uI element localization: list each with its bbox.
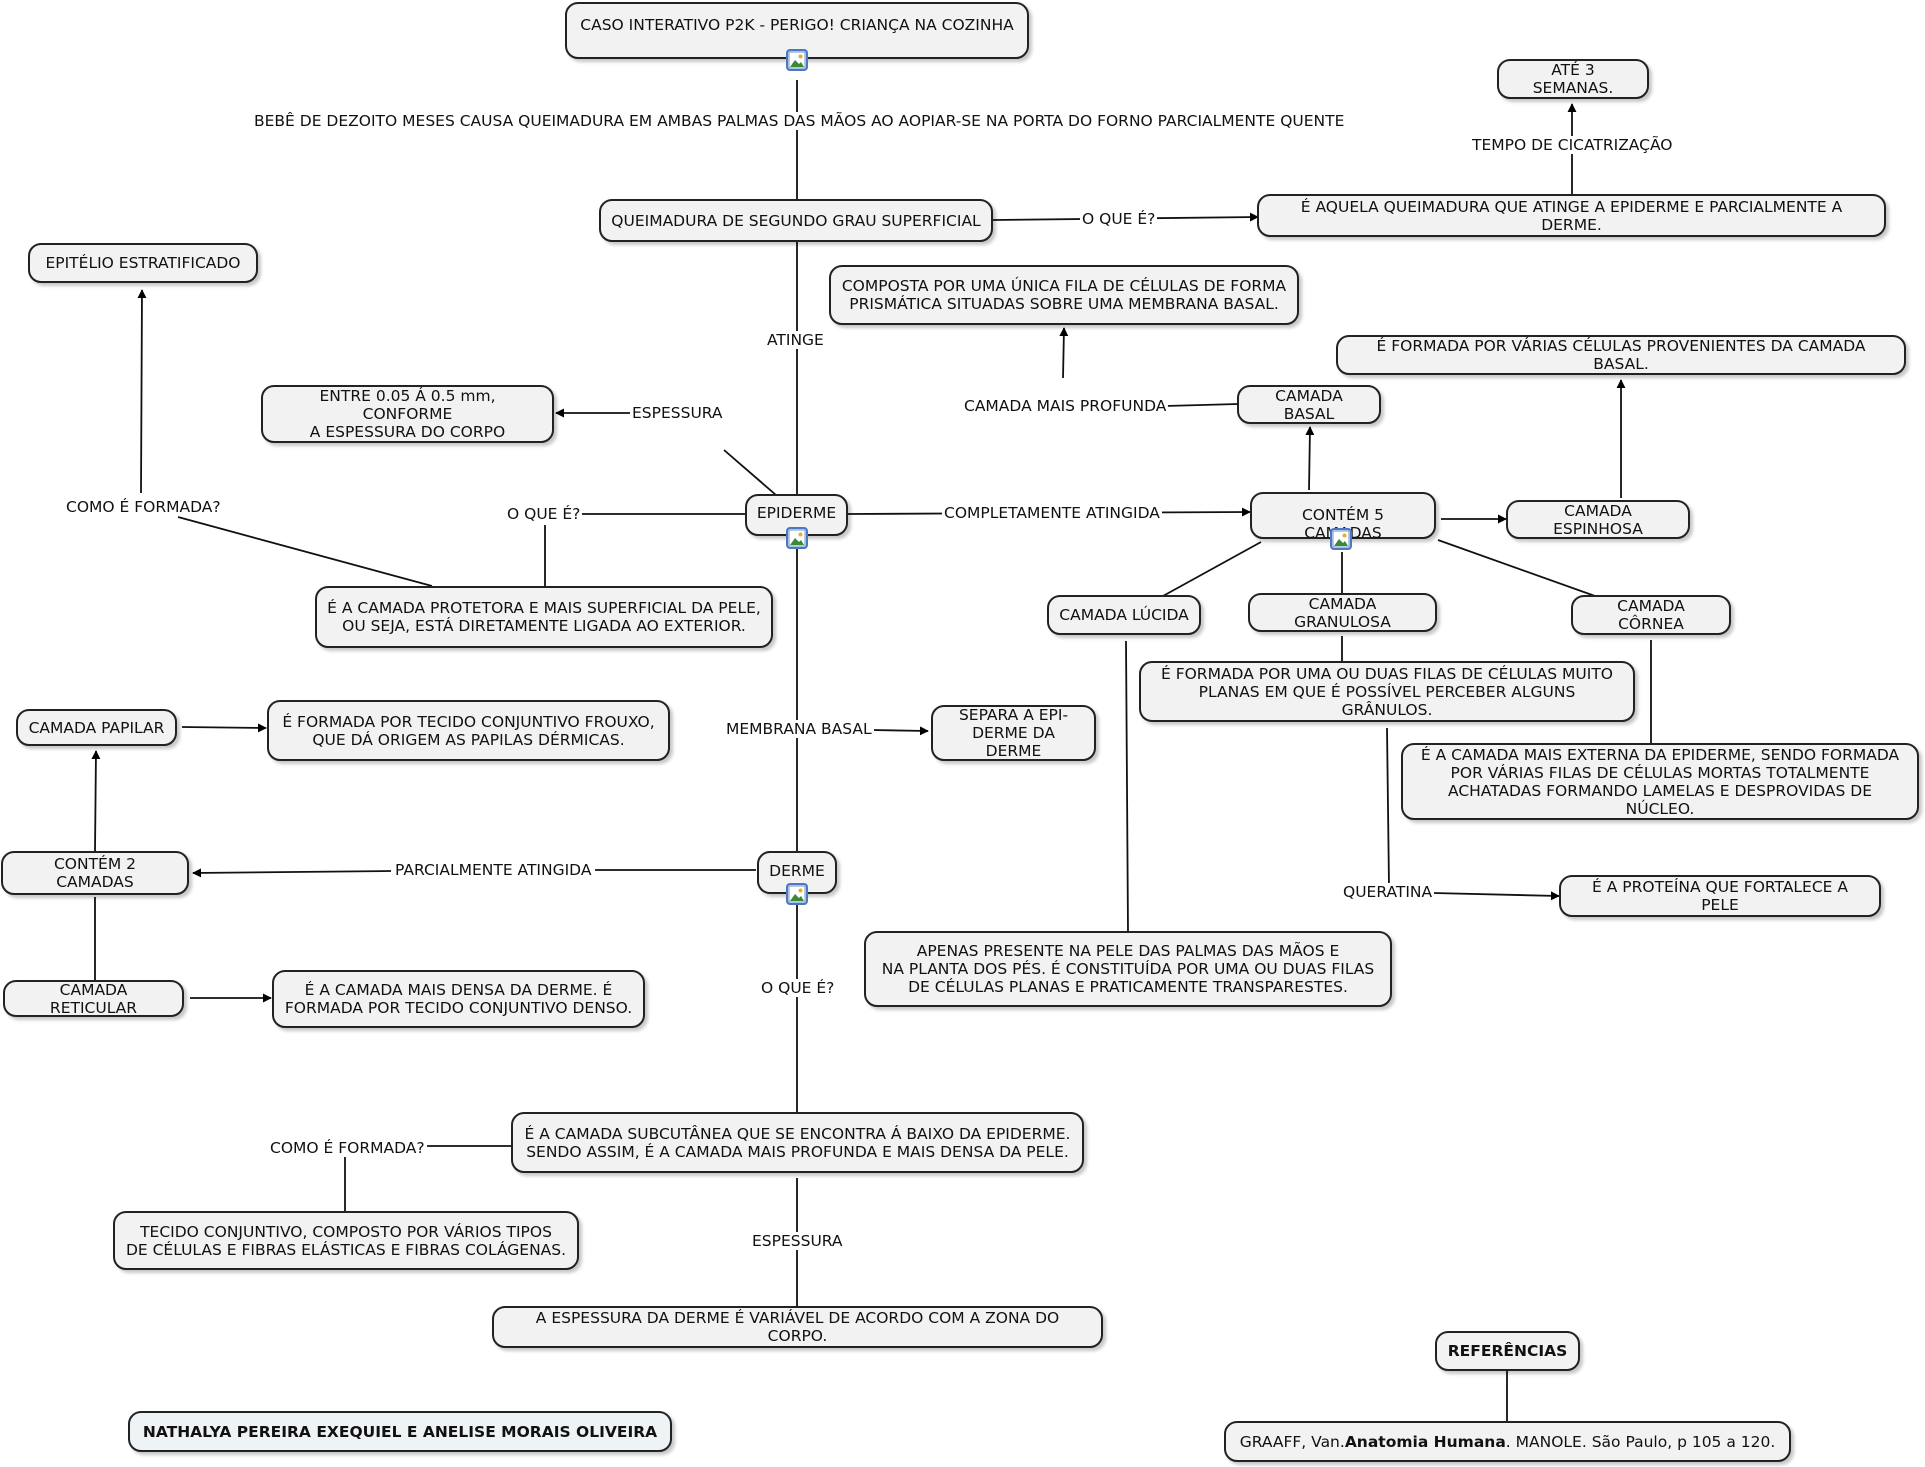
- reference-prefix: GRAAFF, Van.: [1239, 1432, 1345, 1451]
- corneal-node[interactable]: CAMADA CÔRNEA: [1571, 595, 1731, 635]
- dermis-definition[interactable]: É A CAMADA SUBCUTÂNEA QUE SE ENCONTRA Á …: [511, 1112, 1084, 1173]
- basal-description[interactable]: COMPOSTA POR UMA ÚNICA FILA DE CÉLULAS D…: [829, 265, 1299, 325]
- dermis-layers-node[interactable]: CONTÉM 2 CAMADAS: [1, 851, 189, 895]
- dermis-thickness-value[interactable]: A ESPESSURA DA DERME É VARIÁVEL DE ACORD…: [492, 1306, 1103, 1348]
- dermis-formed-value[interactable]: TECIDO CONJUNTIVO, COMPOSTO POR VÁRIOS T…: [113, 1211, 579, 1270]
- basal-node[interactable]: CAMADA BASAL: [1237, 385, 1381, 424]
- papillary-description[interactable]: É FORMADA POR TECIDO CONJUNTIVO FROUXO, …: [267, 700, 670, 761]
- corneal-description[interactable]: É A CAMADA MAIS EXTERNA DA EPIDERME, SEN…: [1401, 743, 1919, 820]
- dermis-thickness-label: ESPESSURA: [750, 1232, 845, 1250]
- image-attachment-icon[interactable]: [1330, 528, 1352, 550]
- references-title[interactable]: REFERÊNCIAS: [1435, 1331, 1580, 1371]
- burn-what-label: O QUE É?: [1080, 210, 1158, 228]
- epidermis-formed-label: COMO É FORMADA?: [64, 498, 223, 516]
- image-attachment-icon[interactable]: [786, 883, 808, 905]
- healing-label: TEMPO DE CICATRIZAÇÃO: [1470, 136, 1675, 154]
- epidermis-definition[interactable]: É A CAMADA PROTETORA E MAIS SUPERFICIAL …: [315, 586, 773, 648]
- granular-node[interactable]: CAMADA GRANULOSA: [1248, 593, 1437, 632]
- keratin-label: QUERATINA: [1341, 883, 1435, 901]
- case-description: BEBÊ DE DEZOITO MESES CAUSA QUEIMADURA E…: [252, 112, 1347, 130]
- keratin-value[interactable]: É A PROTEÍNA QUE FORTALECE A PELE: [1559, 875, 1881, 917]
- lucid-description[interactable]: APENAS PRESENTE NA PELE DAS PALMAS DAS M…: [864, 931, 1392, 1007]
- dermis-formed-label: COMO É FORMADA?: [268, 1139, 427, 1157]
- epidermis-thickness-value[interactable]: ENTRE 0.05 Á 0.5 mm, CONFORME A ESPESSUR…: [261, 385, 554, 443]
- epidermis-formed-value[interactable]: EPITÉLIO ESTRATIFICADO: [28, 243, 258, 283]
- image-attachment-icon[interactable]: [786, 49, 808, 71]
- burn-node[interactable]: QUEIMADURA DE SEGUNDO GRAU SUPERFICIAL: [599, 199, 993, 242]
- reference-book: Anatomia Humana: [1344, 1432, 1506, 1451]
- membrane-value[interactable]: SEPARA A EPI- DERME DA DERME: [931, 705, 1096, 761]
- reference-entry[interactable]: GRAAFF, Van. Anatomia Humana. MANOLE. Sã…: [1224, 1421, 1791, 1462]
- papillary-node[interactable]: CAMADA PAPILAR: [16, 709, 177, 746]
- affects-label: ATINGE: [765, 331, 826, 349]
- granular-description[interactable]: É FORMADA POR UMA OU DUAS FILAS DE CÉLUL…: [1139, 661, 1635, 722]
- dermis-what-label: O QUE É?: [759, 979, 837, 997]
- reference-suffix: . MANOLE. São Paulo, p 105 a 120.: [1505, 1432, 1776, 1451]
- reticular-node[interactable]: CAMADA RETICULAR: [3, 980, 184, 1017]
- dermis-partial-label: PARCIALMENTE ATINGIDA: [393, 861, 594, 879]
- membrane-label: MEMBRANA BASAL: [724, 720, 874, 738]
- image-attachment-icon[interactable]: [786, 527, 808, 549]
- spinous-node[interactable]: CAMADA ESPINHOSA: [1506, 500, 1690, 539]
- lucid-node[interactable]: CAMADA LÚCIDA: [1047, 595, 1201, 635]
- authors-node[interactable]: NATHALYA PEREIRA EXEQUIEL E ANELISE MORA…: [128, 1411, 672, 1452]
- healing-value[interactable]: ATÉ 3 SEMANAS.: [1497, 59, 1649, 99]
- epidermis-fully-label: COMPLETAMENTE ATINGIDA: [942, 504, 1162, 522]
- burn-definition[interactable]: É AQUELA QUEIMADURA QUE ATINGE A EPIDERM…: [1257, 194, 1886, 237]
- epidermis-what-label: O QUE É?: [505, 505, 583, 523]
- basal-deepest-label: CAMADA MAIS PROFUNDA: [962, 397, 1169, 415]
- spinous-description[interactable]: É FORMADA POR VÁRIAS CÉLULAS PROVENIENTE…: [1336, 335, 1906, 375]
- epidermis-thickness-label: ESPESSURA: [630, 404, 725, 422]
- reticular-description[interactable]: É A CAMADA MAIS DENSA DA DERME. É FORMAD…: [272, 970, 645, 1028]
